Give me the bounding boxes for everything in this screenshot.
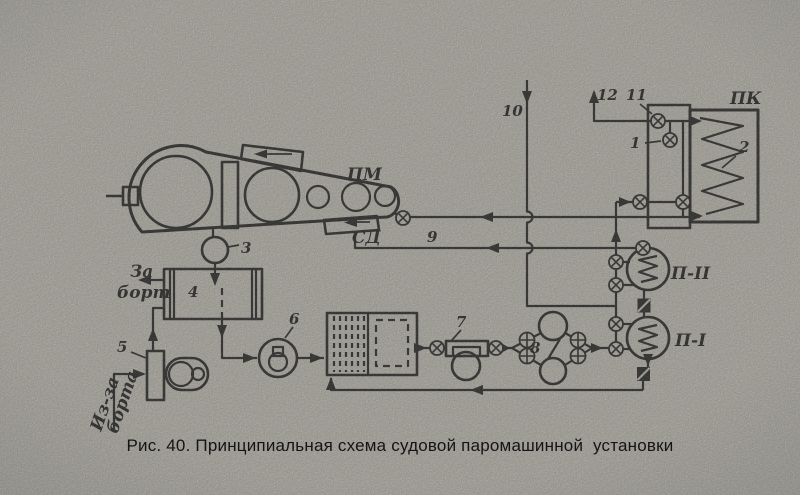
figure-caption: Рис. 40. Принципиальная схема судовой па… [126,436,674,455]
